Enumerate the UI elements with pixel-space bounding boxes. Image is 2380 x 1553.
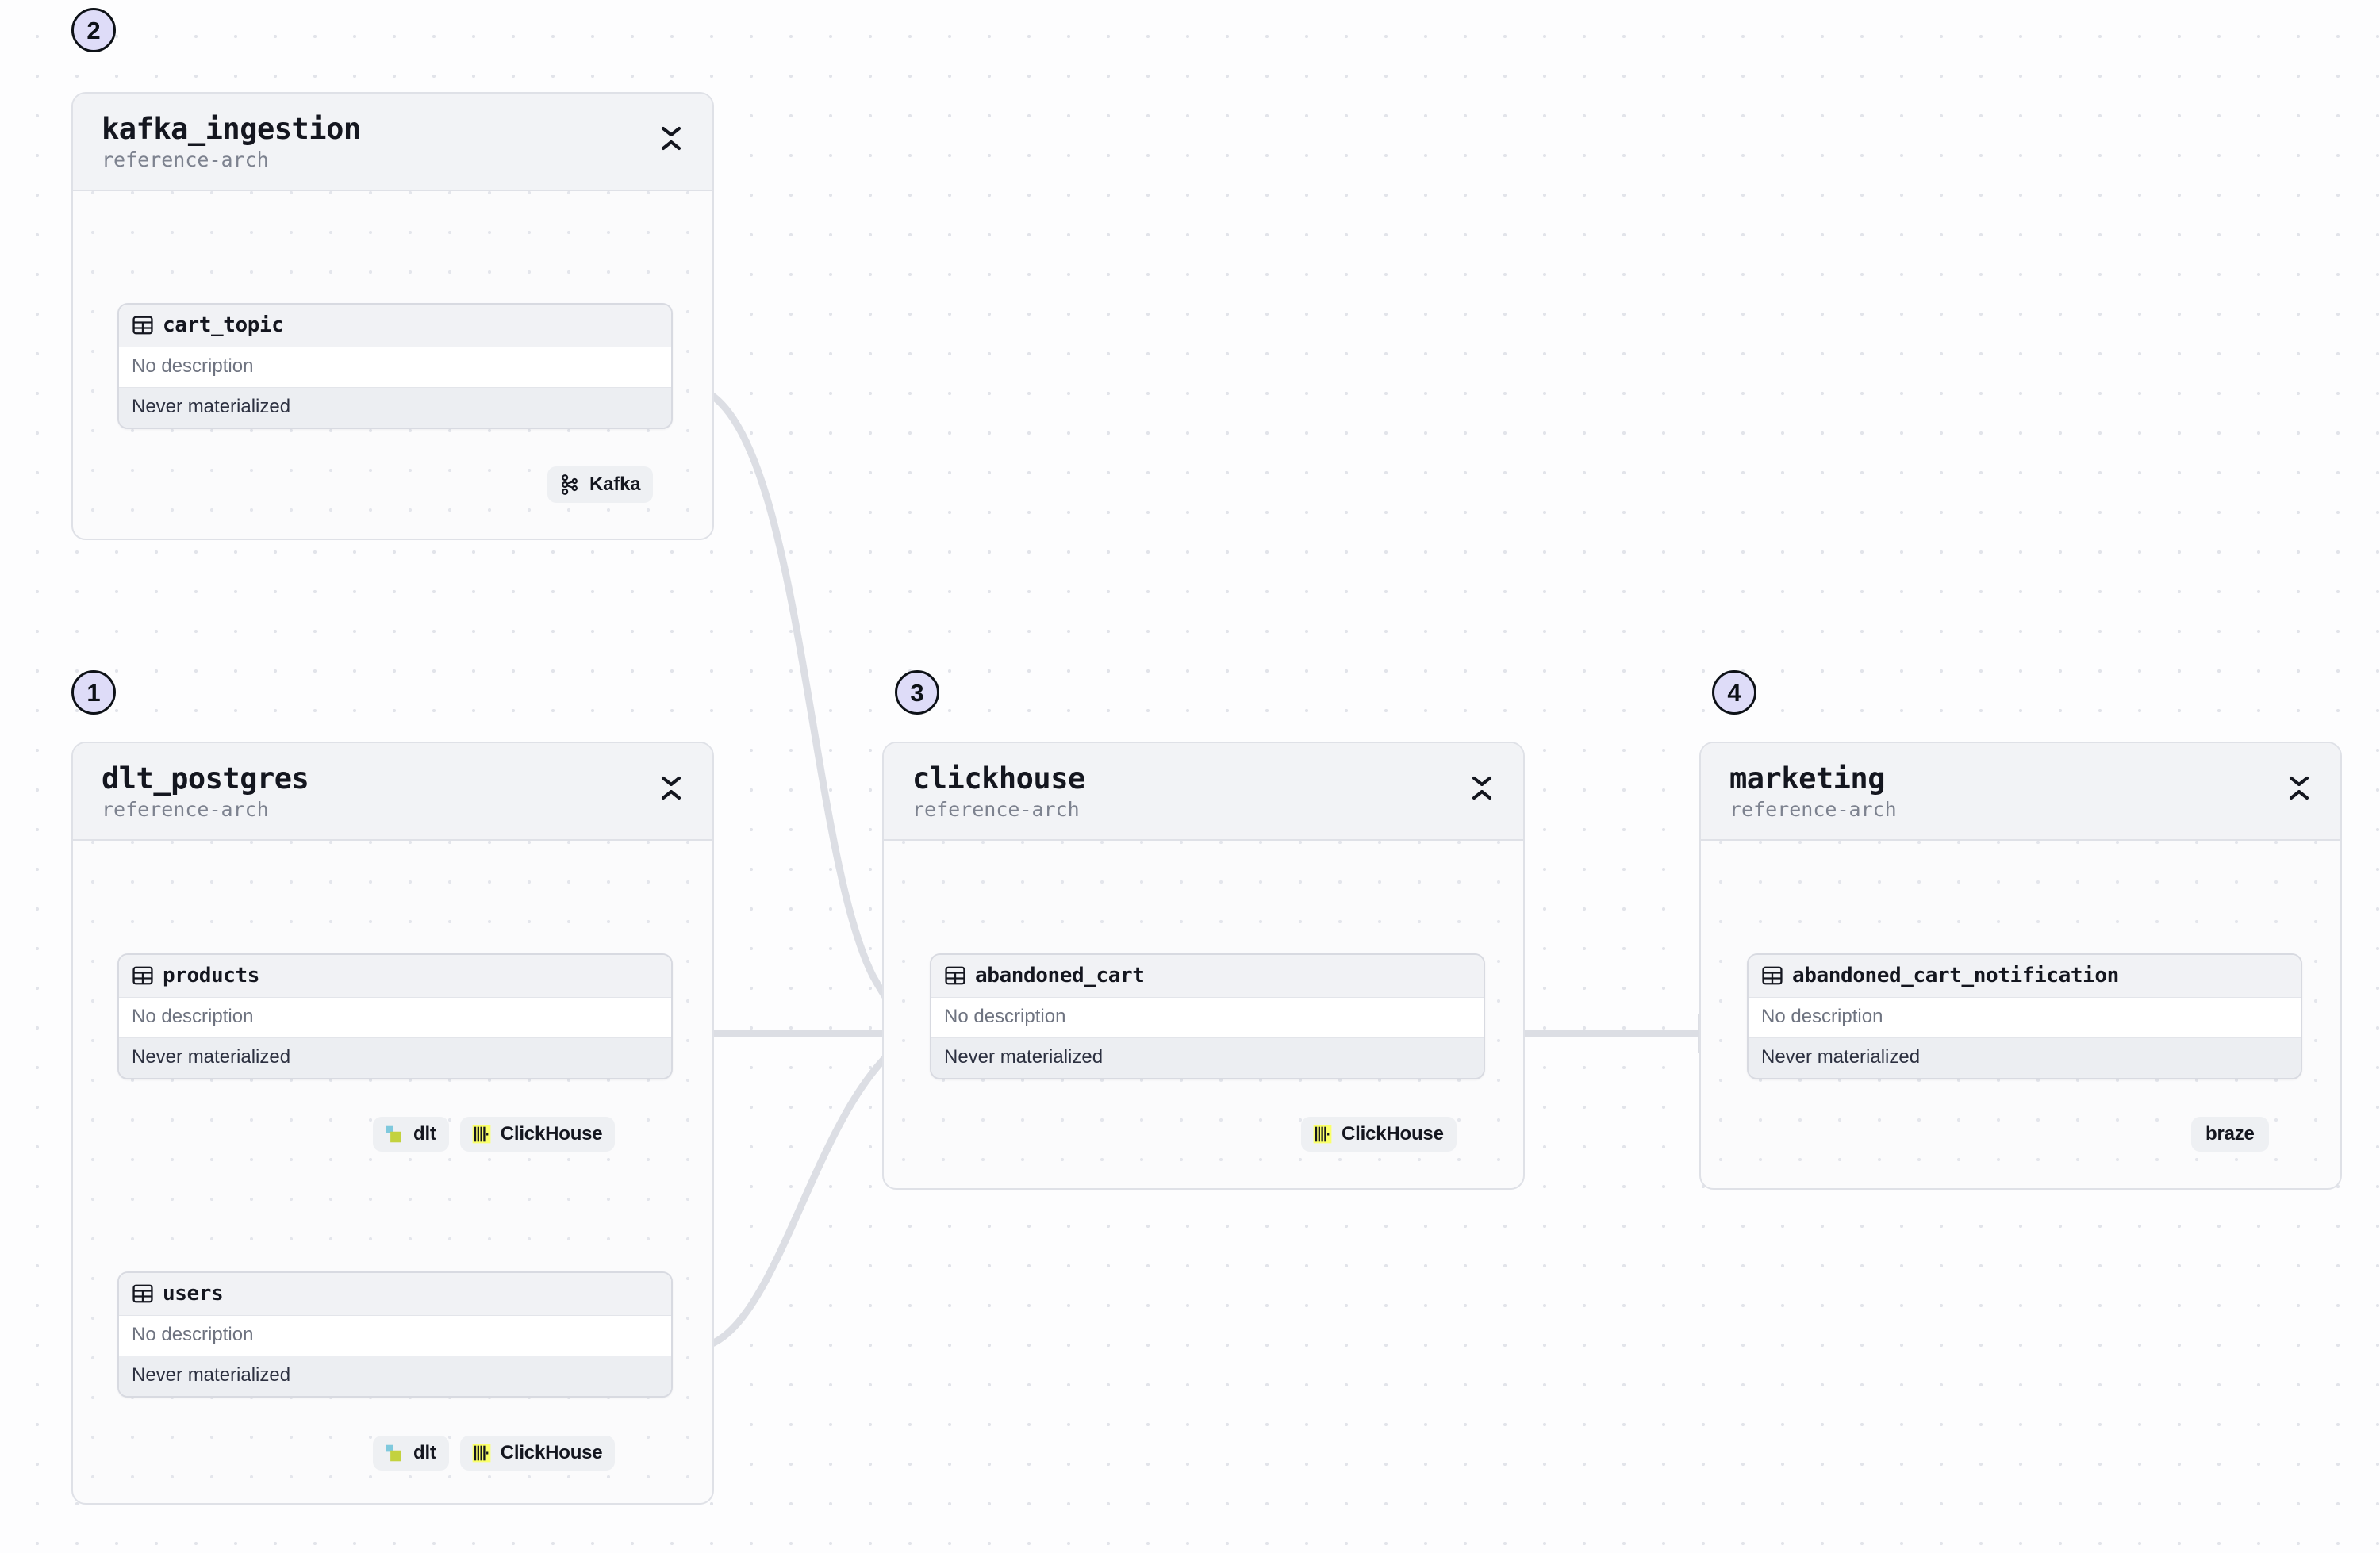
pill-row-marketing: braze	[2191, 1117, 2269, 1152]
group-subtitle: reference-arch	[912, 797, 1080, 821]
pill-label: ClickHouse	[500, 1123, 603, 1145]
table-grid-icon	[945, 966, 965, 985]
table-node-cart-topic[interactable]: cart_topic No description Never material…	[117, 303, 673, 429]
group-title: kafka_ingestion	[102, 112, 361, 146]
step-badge-2: 2	[71, 8, 116, 52]
table-description: No description	[119, 1316, 671, 1356]
group-header: kafka_ingestion reference-arch	[73, 94, 712, 192]
table-node-header: cart_topic	[119, 305, 671, 347]
group-subtitle: reference-arch	[102, 797, 269, 821]
table-node-header: users	[119, 1273, 671, 1316]
group-subtitle: reference-arch	[1729, 797, 1897, 821]
pill-label: ClickHouse	[500, 1442, 603, 1463]
pill-clickhouse[interactable]: ClickHouse	[459, 1117, 616, 1152]
pill-label: dlt	[413, 1442, 436, 1463]
kafka-icon	[562, 474, 578, 495]
group-title: clickhouse	[912, 761, 1085, 796]
table-materialization: Never materialized	[119, 1037, 671, 1078]
table-materialization: Never materialized	[119, 1355, 671, 1396]
group-title: dlt_postgres	[102, 761, 309, 796]
clickhouse-icon	[472, 1444, 491, 1463]
pill-label: braze	[2205, 1123, 2255, 1145]
table-node-header: products	[119, 955, 671, 998]
table-materialization: Never materialized	[1749, 1037, 2301, 1078]
pill-row-clickhouse: ClickHouse	[1301, 1117, 1457, 1152]
group-header: marketing reference-arch	[1701, 743, 2340, 842]
dlt-icon	[386, 1444, 401, 1462]
step-badge-4: 4	[1712, 670, 1756, 715]
pill-kafka[interactable]: Kafka	[547, 466, 654, 503]
clickhouse-icon	[1313, 1125, 1332, 1144]
table-description: No description	[931, 998, 1484, 1037]
table-name: users	[163, 1282, 224, 1306]
chevrons-down-up-icon[interactable]	[654, 119, 689, 157]
pill-clickhouse[interactable]: ClickHouse	[459, 1436, 616, 1471]
dlt-icon	[386, 1125, 401, 1143]
table-node-header: abandoned_cart	[931, 955, 1484, 998]
step-badge-1: 1	[71, 670, 116, 715]
chevrons-down-up-icon[interactable]	[654, 769, 689, 807]
table-name: products	[163, 964, 260, 987]
pill-row-users: dlt ClickHouse	[373, 1436, 616, 1471]
table-name: abandoned_cart_notification	[1792, 964, 2119, 987]
chevrons-down-up-icon[interactable]	[2282, 769, 2317, 807]
table-node-header: abandoned_cart_notification	[1749, 955, 2301, 998]
pill-label: Kafka	[589, 473, 641, 495]
group-subtitle: reference-arch	[102, 148, 269, 171]
table-node-users[interactable]: users No description Never materialized	[117, 1271, 673, 1398]
pill-label: ClickHouse	[1342, 1123, 1444, 1145]
pill-clickhouse[interactable]: ClickHouse	[1301, 1117, 1457, 1152]
pill-row-kafka-ingestion: Kafka	[547, 466, 654, 503]
group-header: dlt_postgres reference-arch	[73, 743, 712, 842]
chevrons-down-up-icon[interactable]	[1464, 769, 1499, 807]
step-badge-3: 3	[895, 670, 939, 715]
table-grid-icon	[132, 1284, 153, 1303]
table-materialization: Never materialized	[119, 386, 671, 428]
table-description: No description	[119, 998, 671, 1037]
group-header: clickhouse reference-arch	[884, 743, 1523, 842]
table-name: cart_topic	[163, 313, 284, 337]
table-name: abandoned_cart	[975, 964, 1145, 987]
table-description: No description	[1749, 998, 2301, 1037]
table-grid-icon	[1762, 966, 1783, 985]
table-description: No description	[119, 347, 671, 387]
table-node-abandoned-cart[interactable]: abandoned_cart No description Never mate…	[930, 953, 1485, 1079]
pill-label: dlt	[413, 1123, 436, 1145]
pill-row-products: dlt ClickHouse	[373, 1117, 616, 1152]
pill-dlt[interactable]: dlt	[373, 1117, 449, 1152]
table-node-abandoned-cart-notification[interactable]: abandoned_cart_notification No descripti…	[1747, 953, 2302, 1079]
table-materialization: Never materialized	[931, 1037, 1484, 1078]
group-body	[73, 841, 712, 1503]
table-node-products[interactable]: products No description Never materializ…	[117, 953, 673, 1079]
clickhouse-icon	[472, 1125, 491, 1144]
pill-braze[interactable]: braze	[2191, 1117, 2269, 1152]
group-title: marketing	[1729, 761, 1885, 796]
table-grid-icon	[132, 316, 153, 335]
table-grid-icon	[132, 966, 153, 985]
pill-dlt[interactable]: dlt	[373, 1436, 449, 1471]
